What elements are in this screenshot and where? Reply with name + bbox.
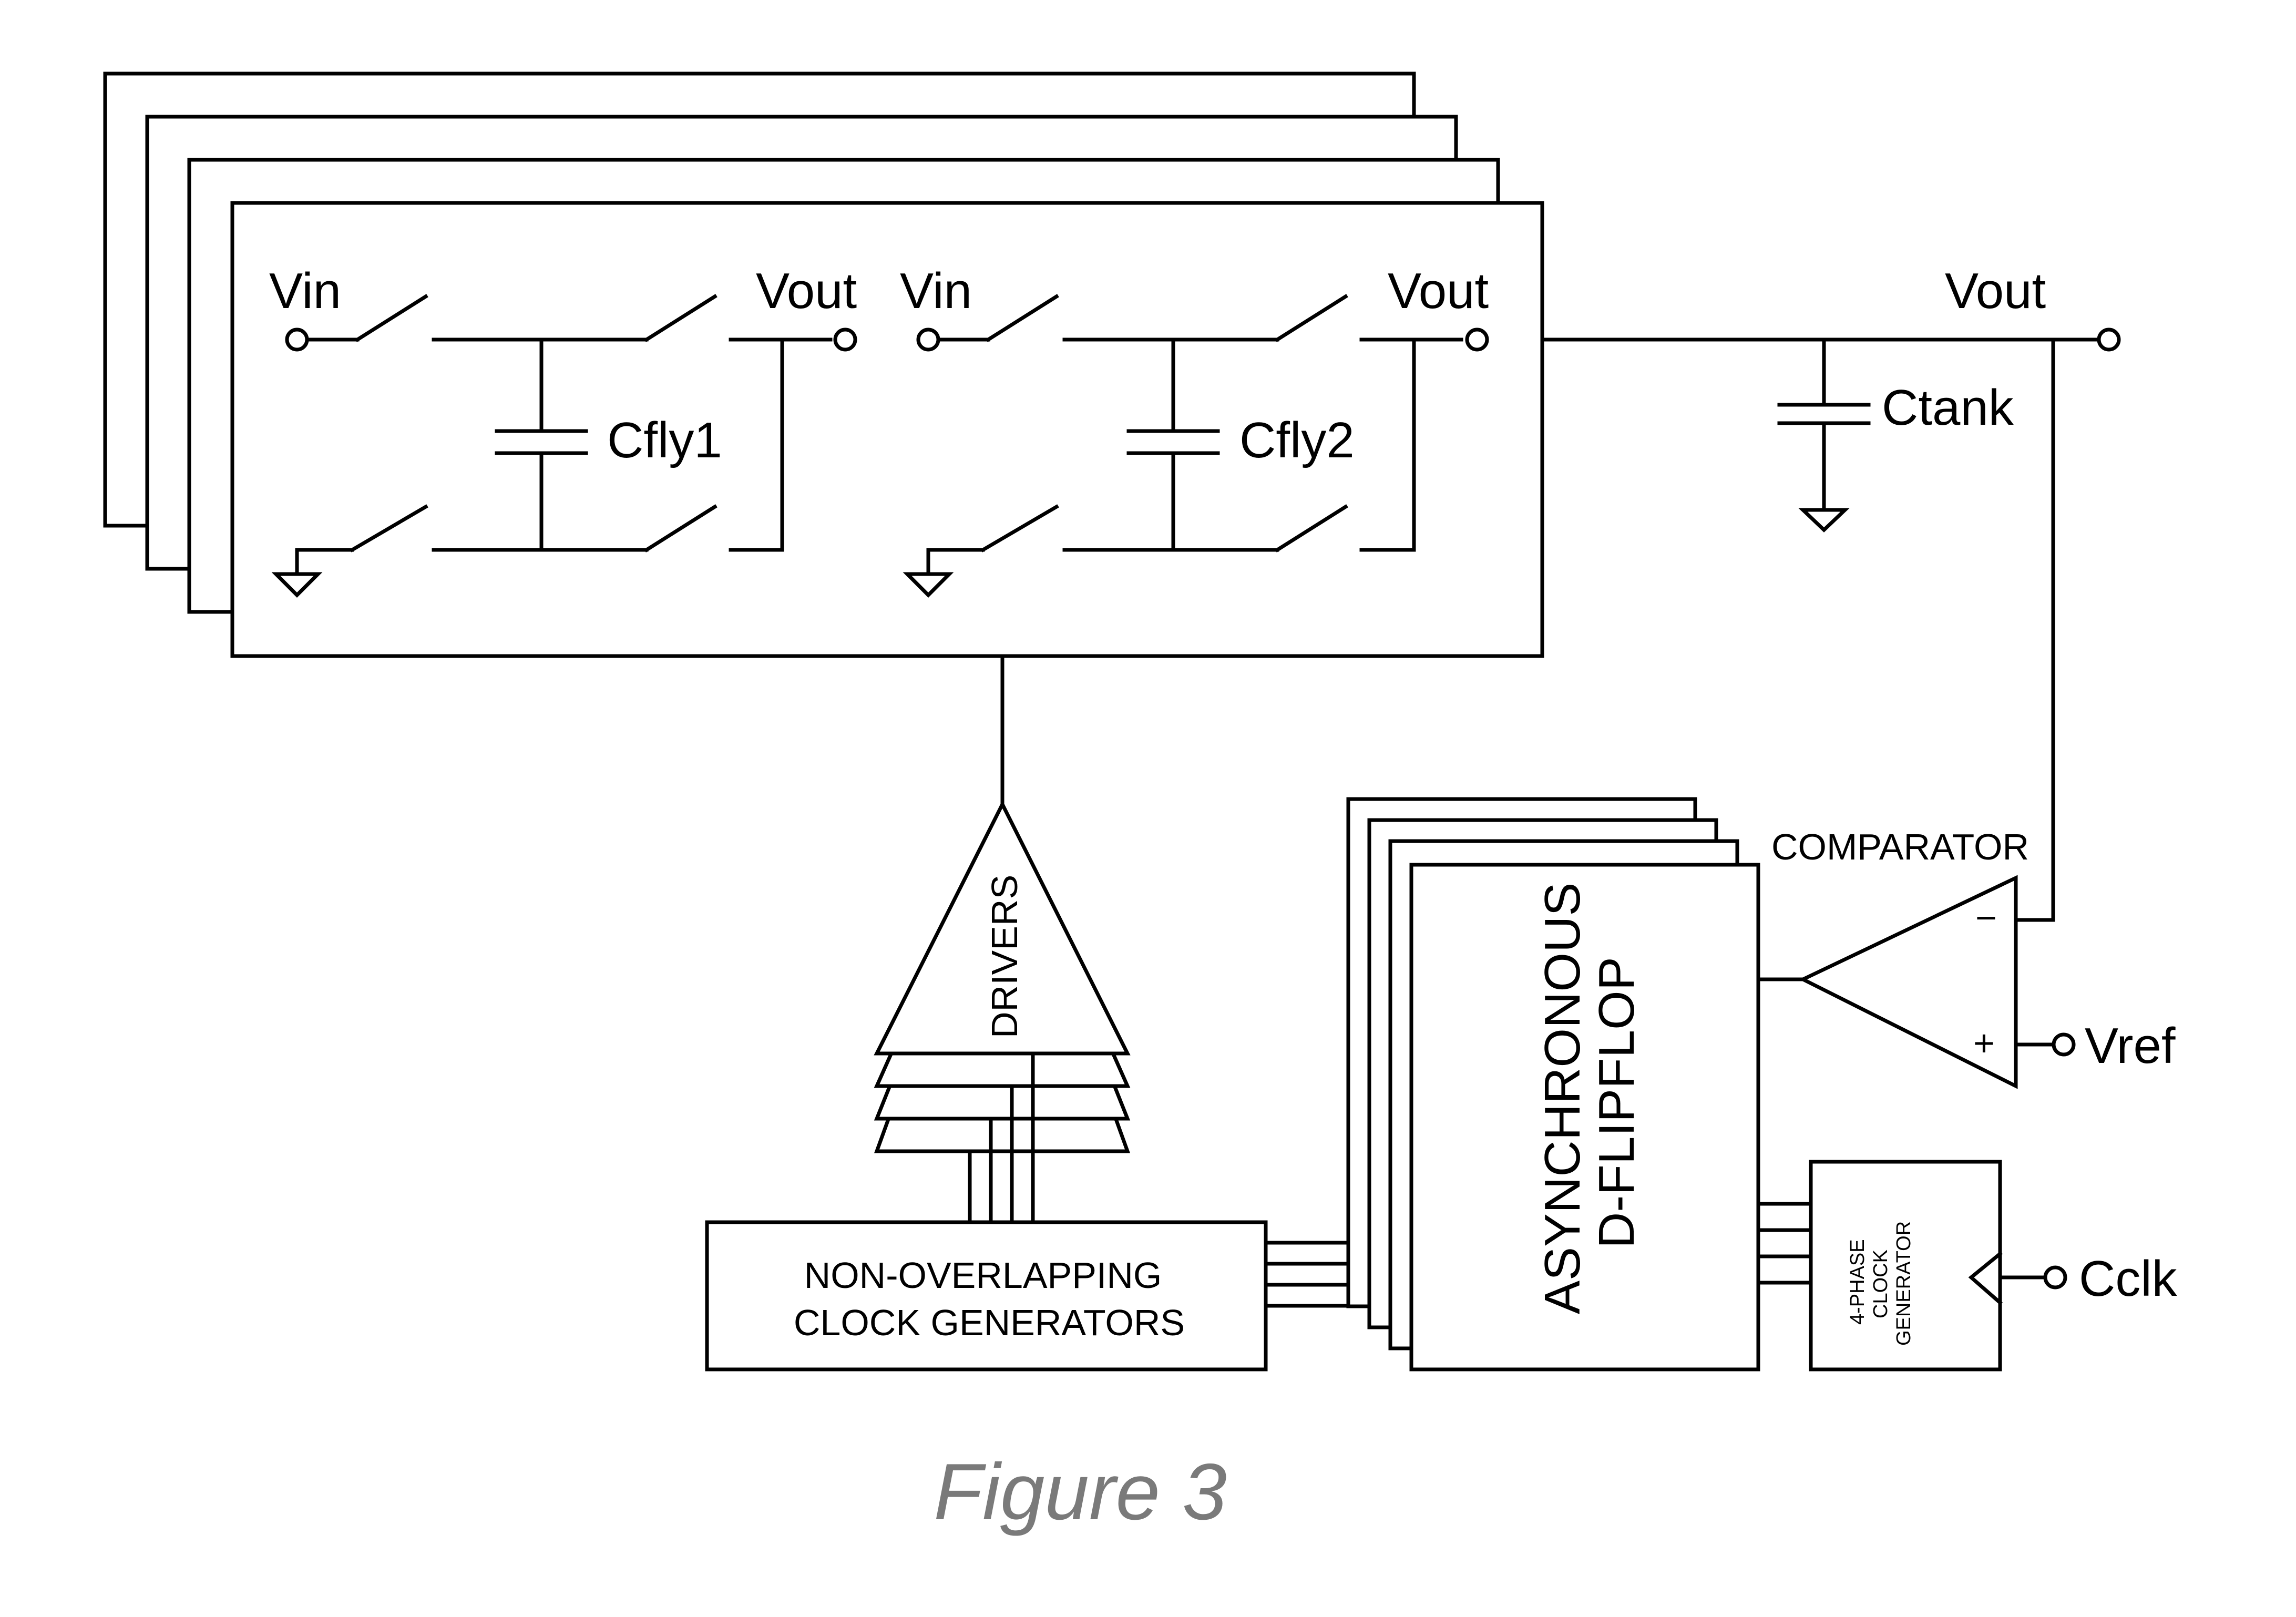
vref-terminal — [2052, 1032, 2076, 1057]
switch-vin-1 — [355, 294, 428, 342]
clockgen-line2: CLOCK GENERATORS — [794, 1302, 1185, 1343]
vin-terminal-2 — [916, 328, 940, 352]
vout-label-1: Vout — [756, 263, 857, 319]
switch-gnd-1 — [350, 504, 428, 552]
vout-label-2: Vout — [1388, 263, 1489, 319]
cfly1-label: Cfly1 — [607, 412, 722, 468]
phasegen-line1: 4-PHASE — [1847, 1239, 1869, 1325]
drivers-triangle — [874, 800, 1131, 1056]
comparator-triangle — [1799, 875, 2018, 1089]
phasegen-line2: CLOCK — [1870, 1250, 1892, 1318]
vout-terminal-2 — [1465, 328, 1489, 352]
ground-icon — [271, 572, 323, 598]
switch-gnd-2 — [980, 504, 1059, 552]
phase-clock-box — [1809, 1160, 2002, 1372]
clock-generators-box — [705, 1220, 1268, 1372]
feedback-wire — [2014, 337, 2055, 922]
clock-generators: NON-OVERLAPPING CLOCK GENERATORS — [705, 1220, 1413, 1372]
comparator-label: COMPARATOR — [1771, 826, 2029, 867]
drivers-stack: DRIVERS — [874, 655, 1131, 1224]
switch-vout-top-1 — [644, 294, 718, 342]
sc-cell-1: Vin Vout Cfly1 — [269, 263, 857, 598]
vin-label-2: Vin — [900, 263, 972, 319]
vout-label: Vout — [1945, 263, 2046, 319]
converter-cell-front — [230, 201, 1544, 658]
phasegen-line3: GENERATOR — [1893, 1221, 1915, 1346]
vout-terminal — [2097, 328, 2121, 352]
output-stage: Vout Ctank — [1540, 263, 2121, 922]
switch-vout-bottom-1 — [644, 504, 718, 552]
flipflop-line1: ASYNCHRONOUS — [1534, 883, 1591, 1314]
comparator-minus: − — [1975, 897, 1997, 938]
switch-vin-2 — [986, 294, 1059, 342]
clockgen-line1: NON-OVERLAPPING — [804, 1255, 1162, 1296]
ground-icon — [1798, 508, 1850, 533]
cclk-label: Cclk — [2079, 1251, 2178, 1307]
converter-stack — [103, 71, 1544, 658]
figure-caption: Figure 3 — [934, 1447, 1227, 1537]
vin-label-1: Vin — [269, 263, 341, 319]
ctank-label: Ctank — [1882, 380, 2014, 436]
comparator-plus: + — [1973, 1022, 1995, 1063]
drivers-label: DRIVERS — [984, 875, 1025, 1038]
vref-label: Vref — [2085, 1018, 2176, 1074]
vout-terminal-1 — [833, 328, 857, 352]
sc-cell-2: Vin Vout Cfly2 — [900, 263, 1489, 598]
clock-input-icon — [1968, 1251, 2003, 1305]
phase-clock-generator: Cclk 4-PHASE CLOCK GENERATOR — [1756, 1160, 2178, 1372]
switch-vout-bottom-2 — [1275, 504, 1348, 552]
vin-terminal-1 — [285, 328, 309, 352]
cclk-terminal — [2043, 1265, 2067, 1289]
flipflop-box — [1409, 863, 1760, 1372]
flipflop-stack: ASYNCHRONOUS D-FLIPFLOP — [1346, 797, 1760, 1372]
switch-vout-top-2 — [1275, 294, 1348, 342]
ground-icon — [903, 572, 954, 598]
comparator: COMPARATOR − + Vref — [1756, 826, 2176, 1089]
flipflop-line2: D-FLIPFLOP — [1588, 957, 1645, 1248]
cfly2-label: Cfly2 — [1239, 412, 1355, 468]
